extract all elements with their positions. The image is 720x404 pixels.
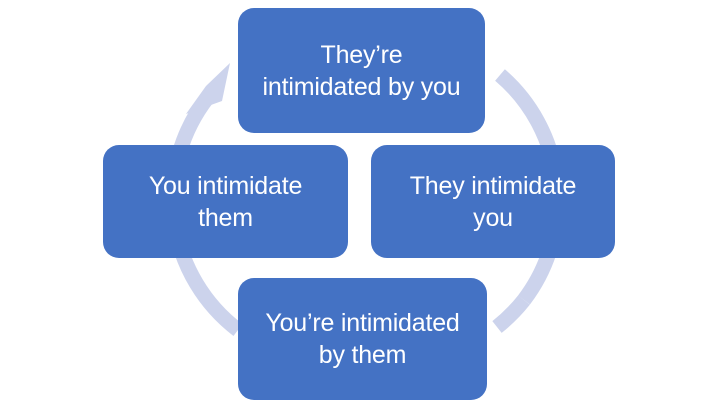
cycle-node-left-label: You intimidate them <box>148 171 303 232</box>
cycle-node-right-label: They intimidate you <box>409 171 577 232</box>
cycle-node-top[interactable]: They’re intimidated by you <box>238 8 485 133</box>
cycle-node-bottom[interactable]: You’re intimidated by them <box>238 278 487 400</box>
cycle-node-left[interactable]: You intimidate them <box>103 145 348 258</box>
cycle-node-top-label: They’re intimidated by you <box>262 40 461 101</box>
cycle-node-bottom-label: You’re intimidated by them <box>265 309 460 369</box>
cycle-arrowhead-icon <box>186 63 230 114</box>
arc-segment-bottom-right <box>492 295 530 333</box>
cycle-node-right[interactable]: They intimidate you <box>371 145 615 258</box>
